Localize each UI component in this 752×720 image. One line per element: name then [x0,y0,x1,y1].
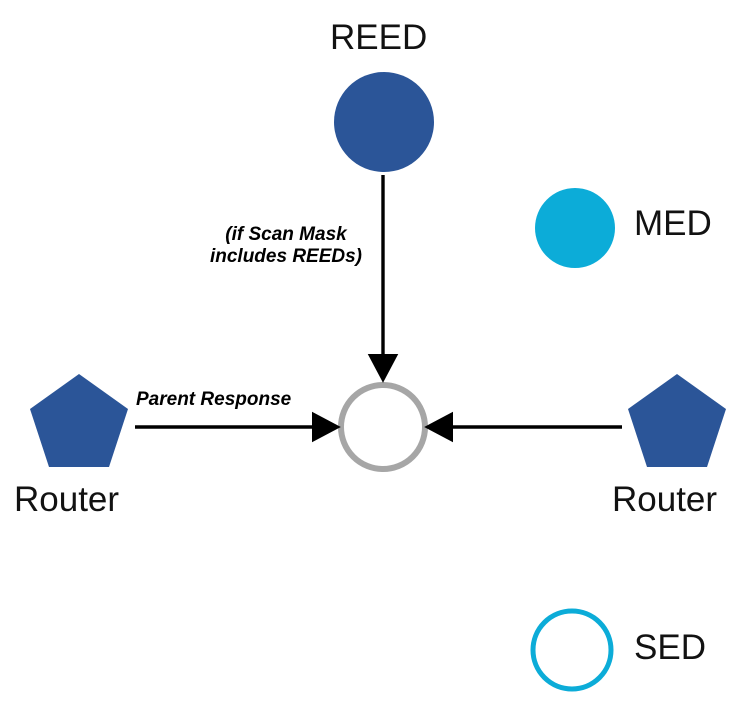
edge-label-parent-response: Parent Response [136,389,292,410]
node-label-sed: SED [634,628,706,667]
node-reed-circle[interactable] [334,72,434,172]
edge-label-scan-mask-condition: (if Scan Mask includes REEDs) [198,224,374,269]
node-label-router-right: Router [612,480,718,519]
node-router-right-pentagon[interactable] [628,374,726,467]
node-router-left-pentagon[interactable] [30,374,128,467]
node-label-reed: REED [330,18,428,57]
node-label-router-left: Router [14,480,120,519]
node-sed-circle[interactable] [530,608,614,692]
node-label-med: MED [634,204,712,243]
edge-label-scan-mask-line-1: (if Scan Mask [225,224,347,245]
edge-label-scan-mask-line-2: includes REEDs) [209,246,363,268]
node-med-circle[interactable] [535,188,615,268]
